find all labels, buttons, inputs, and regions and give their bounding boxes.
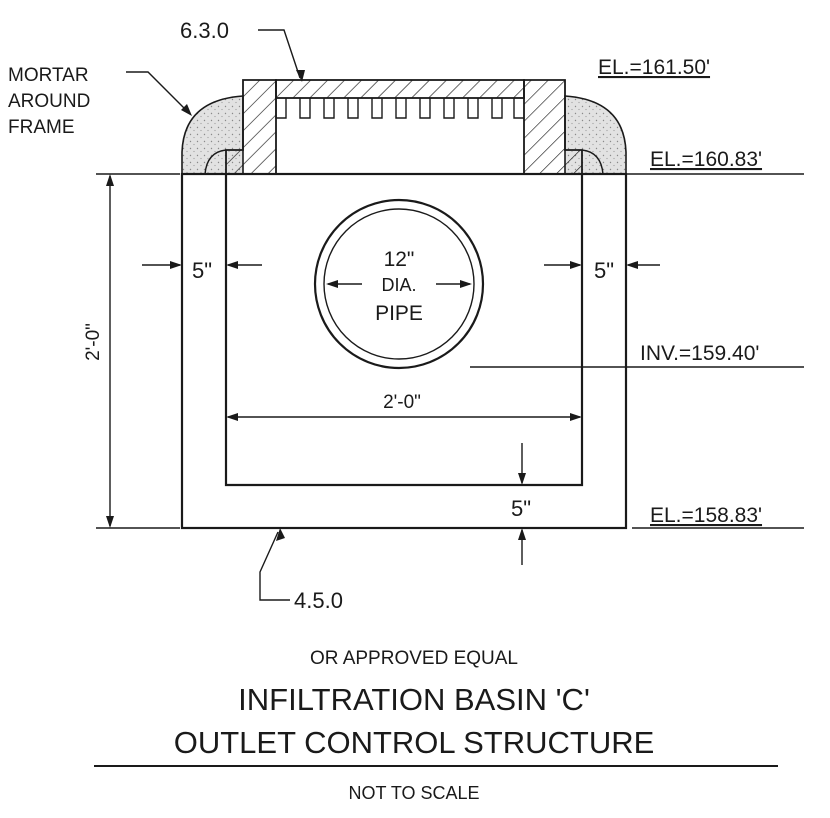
scale-note: NOT TO SCALE (348, 783, 479, 803)
base-slab-thickness-label: 5" (511, 496, 531, 521)
box-outer-wall (180, 172, 628, 530)
left-wall-dimension (142, 261, 262, 269)
pipe-dia-label: DIA. (381, 275, 416, 295)
seat-fillet-left (204, 149, 227, 175)
seat-fillet-right (581, 149, 604, 175)
mortar-label-line1: MORTAR (8, 65, 89, 86)
elevation-bottom-label: EL.=158.83' (650, 504, 762, 527)
grate-ref-label: 6.3.0 (180, 18, 229, 43)
base-callout-leader (259, 531, 290, 601)
inside-width-label: 2'-0" (383, 392, 421, 413)
left-wall-thickness-label: 5" (192, 258, 212, 283)
grate-callout-leader (258, 29, 301, 79)
mortar-label-line2: AROUND (8, 91, 90, 112)
approved-equal-note: OR APPROVED EQUAL (310, 648, 518, 669)
elevation-frame-label: EL.=160.83' (650, 148, 762, 171)
pipe (313, 198, 485, 370)
right-wall-thickness-label: 5" (594, 258, 614, 283)
grate (275, 79, 525, 119)
title-line-2: OUTLET CONTROL STRUCTURE (174, 725, 655, 760)
overall-height-dimension (96, 173, 180, 529)
pipe-size-label: 12" (384, 248, 415, 271)
elevation-invert-label: INV.=159.40' (640, 342, 759, 365)
base-slab-dimension (518, 443, 526, 565)
pipe-label: PIPE (375, 302, 423, 325)
overall-height-label: 2'-0" (83, 323, 104, 361)
base-ref-label: 4.5.0 (294, 588, 343, 613)
mortar-label-line3: FRAME (8, 117, 75, 138)
elevation-top-label: EL.=161.50' (598, 56, 710, 79)
title-line-1: INFILTRATION BASIN 'C' (238, 682, 590, 717)
mortar-callout-leader (126, 71, 189, 113)
right-wall-dimension (544, 261, 660, 269)
box-inner-wall (224, 174, 584, 487)
inside-width-dimension (226, 413, 582, 421)
